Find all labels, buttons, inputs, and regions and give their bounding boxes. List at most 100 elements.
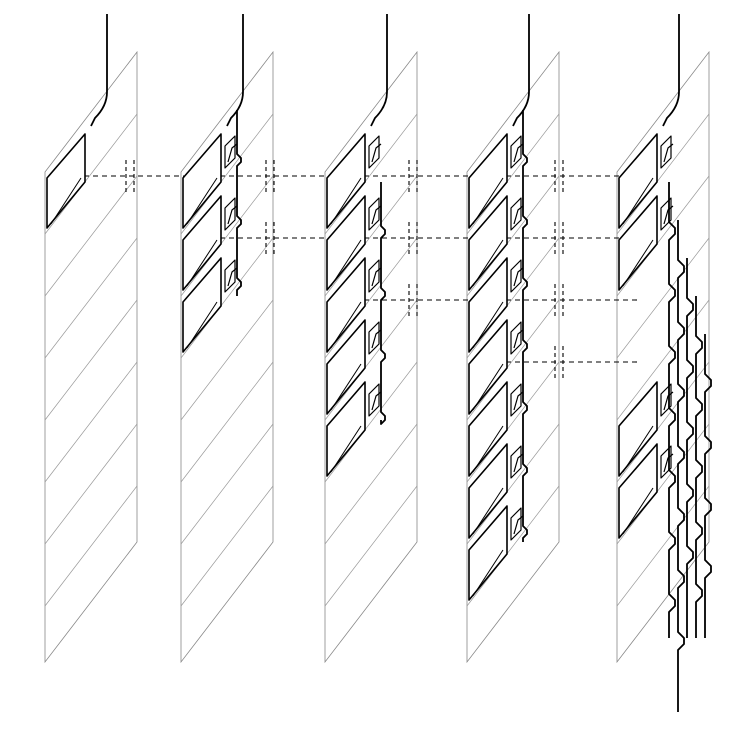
sheet-stripe — [180, 485, 274, 607]
sheet-stripe — [466, 423, 560, 545]
tile-notch — [510, 383, 522, 417]
tile-notch — [368, 321, 380, 355]
tile-notch — [660, 135, 672, 169]
tile-notch-tick — [227, 205, 238, 225]
tile-notch — [224, 259, 236, 293]
panel-2-wire — [236, 110, 242, 296]
tile-edge — [330, 301, 362, 349]
tile-edge — [330, 425, 362, 473]
links-layer — [57, 160, 639, 378]
sheet-1 — [44, 50, 138, 664]
tiles-layer — [46, 133, 674, 601]
tile-notch — [368, 383, 380, 417]
tile-5-4 — [618, 443, 674, 539]
sheet-stripe — [616, 485, 710, 607]
tile-notch-tick — [513, 391, 524, 411]
link-group-3 — [337, 160, 489, 316]
output-wire-3 — [686, 258, 694, 638]
sheet-stripe — [44, 299, 138, 421]
tile-notch-tick — [513, 267, 524, 287]
tile-3-3 — [326, 257, 382, 353]
output-wire-2 — [677, 220, 685, 712]
sheet-stripe — [44, 423, 138, 545]
input-wire-4 — [512, 14, 530, 127]
tile-notch-tick — [663, 453, 674, 473]
tile-body — [326, 257, 366, 353]
tile-2-2 — [182, 195, 238, 291]
tile-edge — [622, 487, 654, 535]
wires-layer — [90, 14, 712, 712]
link-group-4 — [479, 160, 639, 378]
tile-3-4 — [326, 319, 382, 415]
tile-5-3 — [618, 381, 674, 477]
sheet-stripe — [616, 361, 710, 483]
tile-notch-tick — [663, 391, 674, 411]
tile-edge — [472, 301, 504, 349]
output-wire-1 — [668, 182, 676, 638]
tile-notch — [660, 383, 672, 417]
tile-notch-tick — [371, 329, 382, 349]
sheet-stripe — [324, 113, 418, 235]
tile-body — [468, 195, 508, 291]
tile-notch — [510, 197, 522, 231]
sheet-stripe — [324, 237, 418, 359]
sheet-stripe — [44, 485, 138, 607]
tile-edge — [472, 487, 504, 535]
input-wire-3 — [370, 14, 388, 127]
input-wire-5 — [662, 14, 680, 127]
tile-notch — [510, 259, 522, 293]
tile-edge — [330, 239, 362, 287]
tile-body — [618, 195, 658, 291]
tile-notch — [510, 445, 522, 479]
sheet-stripe — [466, 175, 560, 297]
tile-notch — [368, 135, 380, 169]
tile-5-1 — [618, 133, 674, 229]
tile-edge — [472, 549, 504, 597]
tile-body — [326, 381, 366, 477]
tile-notch — [510, 507, 522, 541]
panel-4-wire — [522, 110, 528, 542]
tile-edge — [622, 177, 654, 225]
tile-4-7 — [468, 505, 524, 601]
tile-edge — [472, 363, 504, 411]
sheet-stripe — [324, 175, 418, 297]
output-wire-4 — [695, 296, 703, 638]
tile-4-3 — [468, 257, 524, 353]
tile-body — [326, 133, 366, 229]
tile-notch — [510, 135, 522, 169]
sheet-stripe — [616, 113, 710, 235]
tile-body — [326, 195, 366, 291]
tile-2-3 — [182, 257, 238, 353]
tile-notch-tick — [227, 267, 238, 287]
tile-1-1 — [46, 133, 86, 229]
tile-notch-tick — [663, 143, 674, 163]
sheet-stripe — [466, 361, 560, 483]
tile-body — [468, 443, 508, 539]
sheet-stripe — [180, 361, 274, 483]
tile-body — [618, 133, 658, 229]
sheet-stripe — [616, 237, 710, 359]
tile-edge — [50, 177, 82, 225]
sheet-stripe — [180, 113, 274, 235]
tile-3-5 — [326, 381, 382, 477]
sheet-stripe — [616, 299, 710, 421]
tile-3-2 — [326, 195, 382, 291]
tile-notch — [660, 197, 672, 231]
tile-2-1 — [182, 133, 238, 229]
tile-notch — [660, 445, 672, 479]
tile-notch-tick — [513, 329, 524, 349]
tile-notch-tick — [513, 515, 524, 535]
tile-notch — [368, 197, 380, 231]
tile-body — [468, 133, 508, 229]
sheet-stripe — [324, 299, 418, 421]
input-wire-1 — [90, 14, 108, 127]
sheet-stripe — [180, 299, 274, 421]
tile-5-2 — [618, 195, 674, 291]
sheets-layer — [44, 50, 710, 664]
tile-notch — [368, 259, 380, 293]
tile-edge — [186, 177, 218, 225]
input-wire-2 — [226, 14, 244, 127]
tile-edge — [472, 239, 504, 287]
